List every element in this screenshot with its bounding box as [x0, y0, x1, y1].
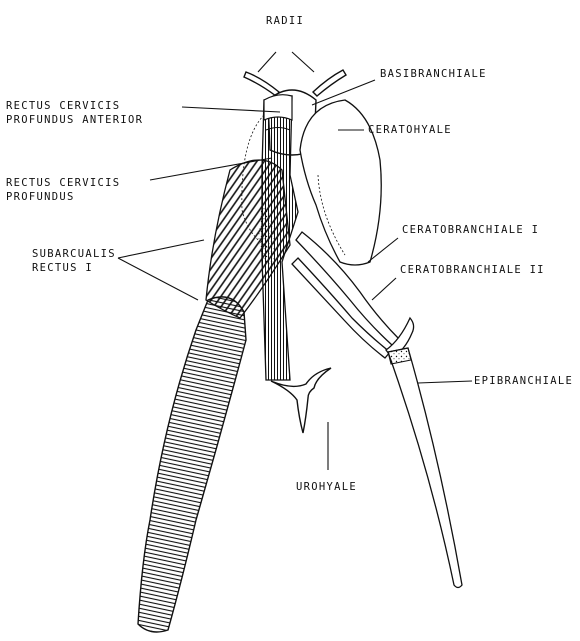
label-subarcualis-rectus-i-line-1: SUBARCUALIS	[32, 248, 116, 260]
label-ceratobranchiale-i: CERATOBRANCHIALE I	[402, 224, 539, 236]
leader-radii-right	[292, 52, 314, 72]
leader-epibranchiale	[418, 381, 472, 383]
annulated-tube-shape	[138, 297, 246, 632]
label-subarcualis-rectus-i-line-2: RECTUS I	[32, 262, 93, 274]
label-rectus-cervicis-profundus-line-2: PROFUNDUS	[6, 191, 75, 203]
label-ceratohyale: CERATOHYALE	[368, 124, 452, 136]
label-rectus-cervicis-profundus-line-1: RECTUS CERVICIS	[6, 177, 120, 189]
label-epibranchiale: EPIBRANCHIALE	[474, 375, 573, 387]
epibranchiale-shape	[388, 348, 462, 588]
label-radii: RADII	[266, 15, 304, 27]
leader-ceratobranchiale-ii	[372, 278, 396, 300]
leader-subarcualis-a	[118, 240, 204, 258]
label-ceratobranchiale-ii: CERATOBRANCHIALE II	[400, 264, 545, 276]
leader-radii-left	[258, 52, 276, 72]
leader-subarcualis-b	[118, 258, 198, 300]
label-rectus-cervicis-profundus-anterior-line-1: RECTUS CERVICIS	[6, 100, 120, 112]
label-rectus-cervicis-profundus-anterior-line-2: PROFUNDUS ANTERIOR	[6, 114, 143, 126]
label-basibranchiale: BASIBRANCHIALE	[380, 68, 487, 80]
label-urohyale: UROHYALE	[296, 481, 357, 493]
